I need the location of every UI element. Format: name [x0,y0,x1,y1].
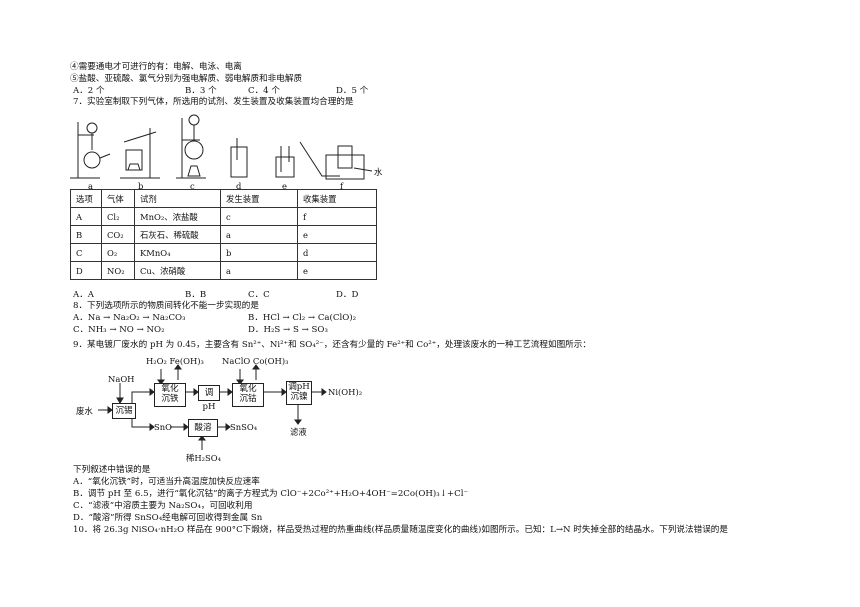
table-cell: 试剂 [134,189,221,208]
table-cell: KMnO₄ [134,243,221,262]
q9-option-c: C．“滤液”中溶质主要为 Na₂SO₄，可回收利用 [73,501,253,511]
table-cell: a [220,225,298,244]
table-cell: A [70,207,102,226]
flow-naclo-cooh3: NaClO Co(OH)₃ [222,356,289,366]
q6-option-c: C．4 个 [248,86,280,96]
statement-4: ④需要通电才可进行的有：电解、电泳、电离 [70,62,242,72]
table-cell: D [70,261,102,280]
q6-option-a: A．2 个 [73,86,105,96]
q7-option-b: B．B [185,290,207,300]
flow-naoh: NaOH [108,374,135,384]
flow-sno: SnO [154,422,172,432]
q7-option-d: D．D [336,290,359,300]
q9-option-b: B．调节 pH 至 6.5，进行“氧化沉钴”的离子方程式为 ClO⁻+2Co²⁺… [73,489,468,499]
table-cell: e [297,225,377,244]
q9-stem: 9．某电镀厂废水的 pH 为 0.45，主要含有 Sn²⁺、Ni²⁺和 SO₄²… [73,340,591,350]
q8-option-b: B．HCl → Cl₂ → Ca(ClO)₂ [248,313,357,323]
table-cell: 气体 [101,189,135,208]
table-cell: 收集装置 [297,189,377,208]
table-cell: C [70,243,102,262]
flow-box-acid-dissolve: 酸溶 [188,419,218,437]
table-row: B CO₂ 石灰石、稀硫酸 a e [70,225,377,244]
table-cell: 发生装置 [220,189,298,208]
flow-box-adjust-ph: 调pH [198,385,220,412]
q8-option-c: C．NH₃ → NO → NO₂ [73,325,165,335]
q8-option-d: D．H₂S → S → SO₃ [248,325,328,335]
water-label: 水 [374,167,383,177]
apparatus-label-b: b [138,181,144,191]
apparatus-label-a: a [88,181,93,191]
apparatus-label-e: e [282,181,287,191]
q7-option-a: A．A [73,290,95,300]
table-cell: O₂ [101,243,135,262]
q7-table: 选项 气体 试剂 发生装置 收集装置 A Cl₂ MnO₂、浓盐酸 c f B … [70,189,377,280]
flow-box-oxidize-iron: 氧化 沉铁 [154,383,186,407]
table-cell: NO₂ [101,261,135,280]
table-header-row: 选项 气体 试剂 发生装置 收集装置 [70,189,377,208]
flow-snso4: SnSO₄ [230,422,258,432]
table-cell: Cu、浓硝酸 [134,261,221,280]
flow-box-oxidize-cobalt: 氧化 沉钴 [232,383,264,407]
table-cell: d [297,243,377,262]
apparatus-label-d: d [236,181,242,191]
q9-question: 下列叙述中错误的是 [73,465,151,475]
q8-stem: 8．下列选项所示的物质间转化不能一步实现的是 [73,301,259,311]
table-cell: a [220,261,298,280]
flow-wastewater: 废水 [76,406,93,416]
apparatus-label-f: f [340,181,344,191]
flow-box-tin-precipitation: 沉锡 [112,403,136,419]
q9-option-a: A．“氧化沉铁”时，可适当升高温度加快反应速率 [73,477,260,487]
flow-h2o2-feoh3: H₂O₂ Fe(OH)₃ [146,356,204,366]
table-cell: c [220,207,298,226]
apparatus-label-c: c [190,181,195,191]
table-cell: 选项 [70,189,102,208]
q7-option-c: C．C [248,290,270,300]
table-cell: CO₂ [101,225,135,244]
table-row: A Cl₂ MnO₂、浓盐酸 c f [70,207,377,226]
q6-option-d: D．5 个 [336,86,369,96]
flow-filtrate: 滤液 [290,427,307,437]
table-cell: Cl₂ [101,207,135,226]
q7-stem: 7．实验室制取下列气体，所选用的试剂、发生装置及收集装置均合理的是 [73,97,354,107]
table-cell: 石灰石、稀硫酸 [134,225,221,244]
table-cell: b [220,243,298,262]
q8-option-a: A．Na → Na₂O₂ → Na₂CO₃ [73,313,186,323]
table-row: C O₂ KMnO₄ b d [70,243,377,262]
table-cell: f [297,207,377,226]
q6-option-b: B．3 个 [185,86,217,96]
q10-stem: 10．将 26.3g NiSO₄·nH₂O 样品在 900°C下煅烧，样品受热过… [73,525,728,535]
table-cell: B [70,225,102,244]
table-cell: MnO₂、浓盐酸 [134,207,221,226]
flow-dilute-h2so4: 稀H₂SO₄ [186,453,221,463]
statement-5: ⑤盐酸、亚硫酸、氯气分别为强电解质、弱电解质和非电解质 [70,74,303,84]
flow-nioh2: Ni(OH)₂ [328,387,363,397]
table-row: D NO₂ Cu、浓硝酸 a e [70,261,377,280]
flow-box-adjust-ph-nickel: 调pH 沉镍 [286,381,312,405]
table-cell: e [297,261,377,280]
q9-option-d: D．“酸溶”所得 SnSO₄经电解可回收得到金属 Sn [73,513,263,523]
